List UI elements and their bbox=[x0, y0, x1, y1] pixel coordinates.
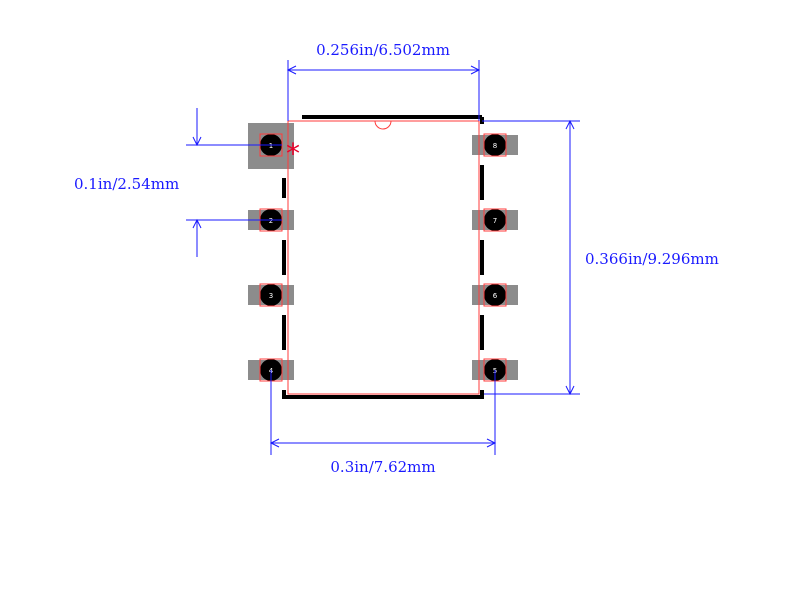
pin-3: 3 bbox=[259, 283, 283, 307]
pin-label-1: 1 bbox=[269, 142, 273, 150]
pin1-marker-icon: * bbox=[286, 137, 300, 170]
dimension-label-pin-pitch: 0.1in/2.54mm bbox=[74, 175, 179, 193]
pin-label-2: 2 bbox=[269, 217, 273, 225]
dimension-label-body-length: 0.366in/9.296mm bbox=[585, 250, 719, 268]
pin-label-3: 3 bbox=[269, 292, 273, 300]
silkscreen bbox=[282, 115, 484, 399]
pin1-notch bbox=[374, 120, 392, 130]
pins: 1 2 3 4 8 7 6 bbox=[259, 133, 507, 382]
pin-label-6: 6 bbox=[493, 292, 498, 300]
dimension-label-row-spacing: 0.3in/7.62mm bbox=[330, 458, 435, 476]
dimension-body-width bbox=[286, 60, 481, 121]
pin-7: 7 bbox=[483, 208, 507, 232]
dimension-pin-pitch bbox=[186, 108, 282, 257]
pin-label-8: 8 bbox=[493, 142, 497, 150]
dimension-row-spacing bbox=[269, 370, 497, 455]
body-outline bbox=[287, 120, 480, 395]
pin-6: 6 bbox=[483, 283, 507, 307]
pin-label-7: 7 bbox=[493, 217, 497, 225]
pin-8: 8 bbox=[483, 133, 507, 157]
dimension-label-body-width: 0.256in/6.502mm bbox=[316, 41, 450, 59]
dimension-body-length bbox=[482, 119, 580, 396]
